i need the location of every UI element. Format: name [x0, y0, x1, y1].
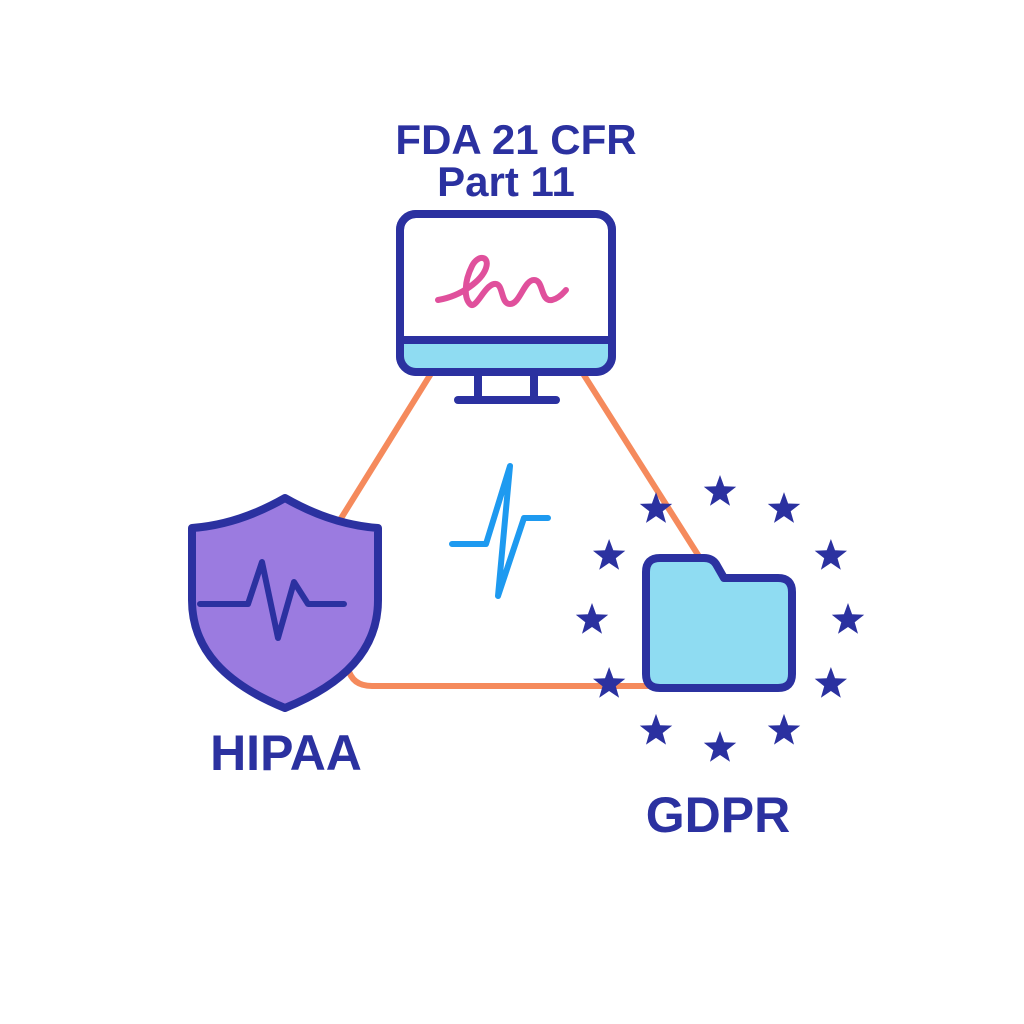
eu-star-icon — [703, 475, 737, 506]
eu-stars-icon — [575, 475, 865, 762]
edge-monitor-shield — [337, 369, 435, 523]
eu-star-icon — [593, 539, 626, 570]
eu-star-icon — [593, 667, 626, 698]
eu-star-icon — [831, 603, 865, 634]
signature-icon — [435, 255, 569, 308]
shield-heartbeat-icon — [188, 494, 382, 712]
fda-label-line2: Part 11 — [437, 158, 575, 205]
monitor-signature-icon — [396, 210, 616, 404]
edge-monitor-folder — [579, 369, 703, 561]
lightning-icon — [449, 463, 551, 599]
eu-star-icon — [814, 667, 847, 698]
eu-star-icon — [703, 731, 737, 762]
eu-star-icon — [814, 539, 847, 570]
fda-label-line1: FDA 21 CFR — [395, 116, 636, 163]
gdpr-label: GDPR — [646, 787, 790, 843]
hipaa-label: HIPAA — [210, 725, 362, 781]
folder-icon — [642, 554, 796, 692]
eu-star-icon — [639, 713, 673, 745]
eu-star-icon — [575, 603, 609, 634]
eu-star-icon — [767, 492, 801, 523]
eu-star-icon — [767, 713, 801, 745]
eu-star-icon — [639, 492, 673, 523]
